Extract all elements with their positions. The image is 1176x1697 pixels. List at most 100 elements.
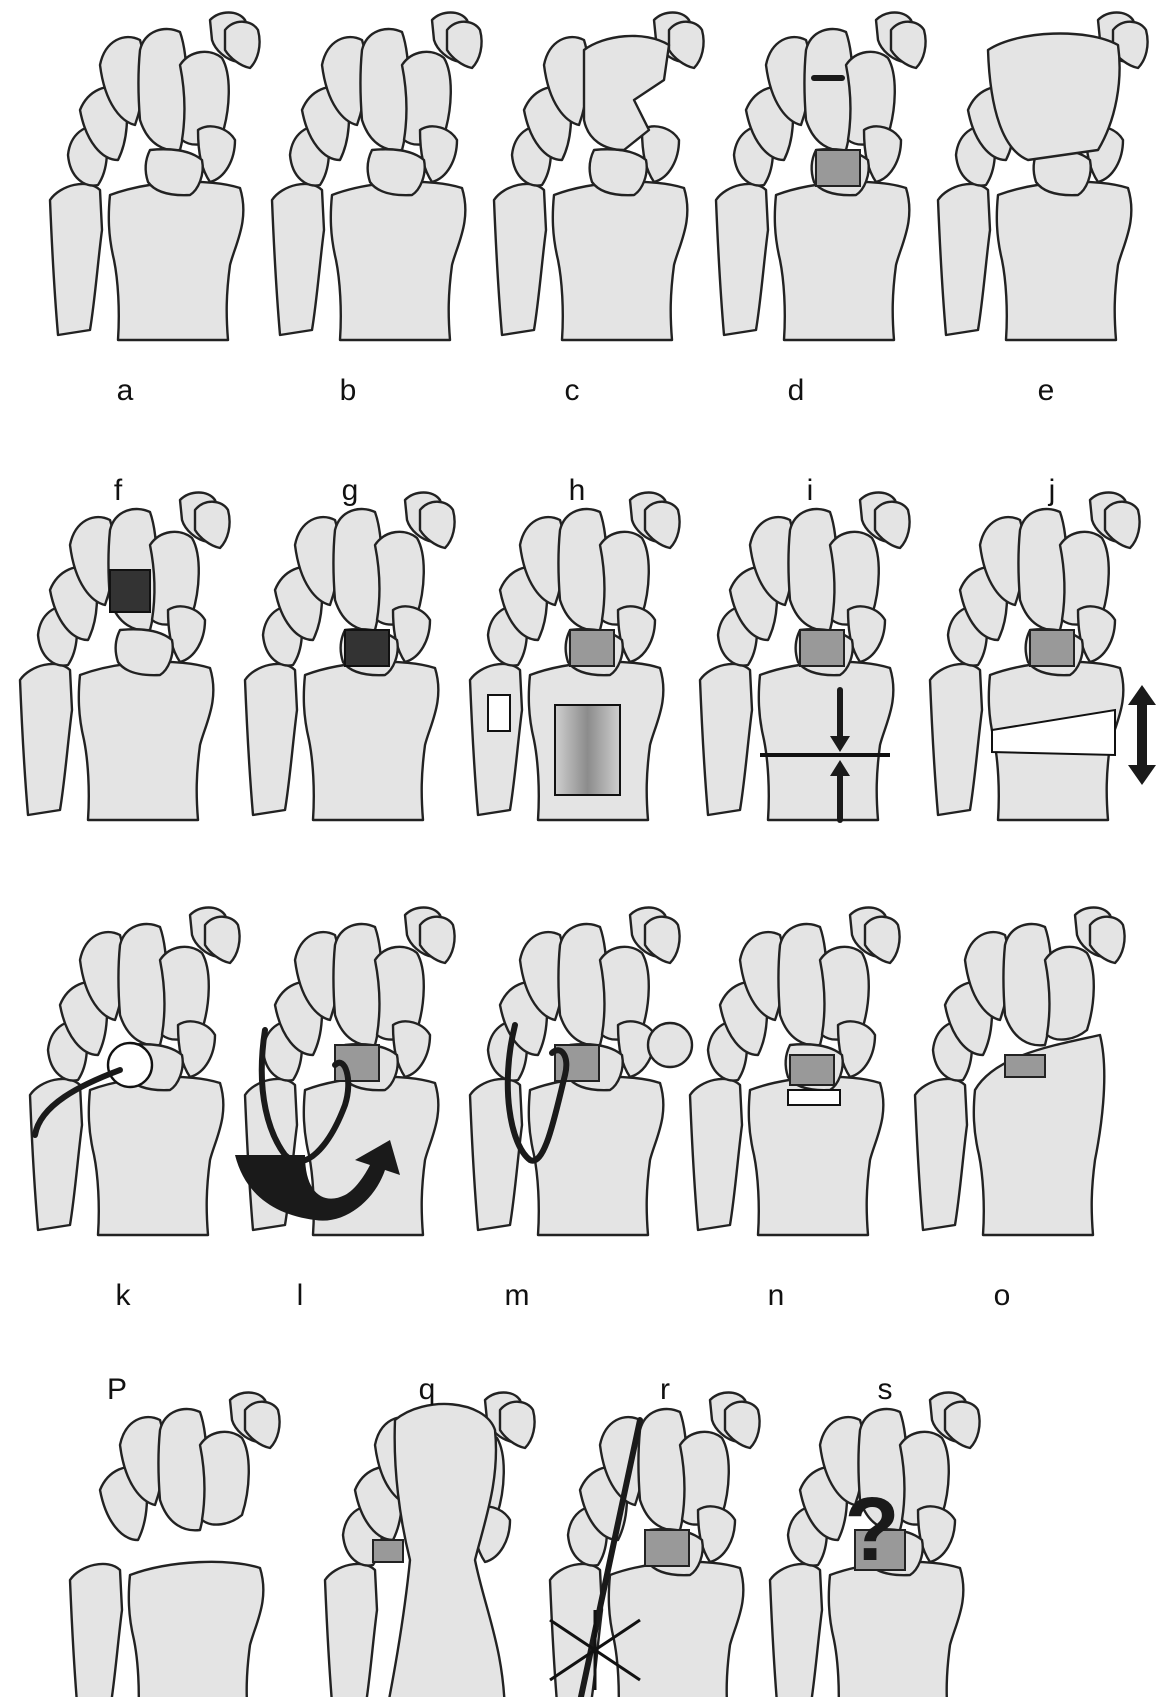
metacarpal-bone — [865, 917, 900, 963]
hamate-bone — [1045, 947, 1094, 1040]
panel-label-d: d — [788, 374, 805, 407]
panel-r — [550, 1393, 760, 1697]
radius-bone — [997, 182, 1132, 340]
metacarpal-bone — [205, 917, 240, 963]
radius-bone — [775, 182, 910, 340]
metacarpal-bone — [195, 502, 230, 548]
ulna-bone — [938, 184, 990, 335]
ulna-bone — [930, 664, 982, 815]
capitate-bone — [559, 924, 607, 1045]
triquetrum-bone — [864, 126, 901, 182]
radius-window — [555, 705, 620, 795]
lunate-graft — [800, 630, 844, 666]
panel-P — [70, 1393, 280, 1697]
panel-label-c: c — [565, 374, 580, 407]
capitate-bone — [139, 29, 187, 150]
excised-circle — [648, 1023, 692, 1067]
lunate-bone — [116, 629, 173, 675]
panel-f — [20, 493, 230, 821]
capitate-bone — [159, 1409, 207, 1530]
panel-k — [30, 908, 240, 1236]
double-arrow-head-down — [1128, 765, 1156, 785]
panel-m — [470, 908, 692, 1236]
panel-d — [716, 13, 926, 341]
triquetrum-bone — [168, 606, 205, 662]
triquetrum-bone — [178, 1021, 215, 1077]
metacarpal-bone — [420, 917, 455, 963]
panel-label-b: b — [340, 374, 357, 407]
hamate-bone — [200, 1432, 249, 1525]
metacarpal-bone — [725, 1402, 760, 1448]
ulna-bone — [470, 664, 522, 815]
metacarpal-bone — [645, 917, 680, 963]
metacarpal-bone — [420, 502, 455, 548]
metacarpal-bone — [225, 22, 260, 68]
triquetrum-bone — [698, 1506, 735, 1562]
ulna-bone — [470, 1079, 522, 1230]
triquetrum-bone — [1078, 606, 1115, 662]
radius-bone — [79, 662, 214, 820]
lunate-graft — [645, 1530, 689, 1566]
ulna-bone — [716, 184, 768, 335]
panel-e — [938, 13, 1148, 341]
lunate-graft — [1030, 630, 1074, 666]
panel-label-i: i — [807, 474, 814, 507]
panel-a — [50, 13, 260, 341]
triquetrum-bone — [198, 126, 235, 182]
ulna-bone — [20, 664, 72, 815]
radius-bone — [89, 1077, 224, 1235]
radius-bone — [829, 1562, 964, 1697]
question-mark-glyph: ? — [845, 1480, 900, 1580]
triquetrum-bone — [838, 1021, 875, 1077]
panel-c — [494, 13, 704, 341]
panel-label-j: j — [1048, 474, 1056, 507]
radius-bone — [609, 1562, 744, 1697]
capitate-bone — [119, 924, 167, 1045]
panel-label-h: h — [569, 474, 586, 507]
panel-h — [470, 493, 680, 821]
ulna-bone — [272, 184, 324, 335]
panel-label-g: g — [342, 474, 359, 507]
triquetrum-bone — [393, 606, 430, 662]
radius-notch — [788, 1090, 840, 1105]
metacarpal-bone — [891, 22, 926, 68]
ulna-bone — [690, 1079, 742, 1230]
ulna-bone — [770, 1564, 822, 1697]
metacarpal-bone — [245, 1402, 280, 1448]
triquetrum-bone — [420, 126, 457, 182]
lunate-graft — [570, 630, 614, 666]
panel-label-r: r — [660, 1373, 670, 1406]
triquetrum-bone — [918, 1506, 955, 1562]
radius-bone — [759, 662, 894, 820]
capitate-bone — [779, 924, 827, 1045]
capitate-bone — [361, 29, 409, 150]
capitate-bone — [639, 1409, 687, 1530]
panel-label-a: a — [117, 374, 134, 407]
lunate-bone — [368, 149, 425, 195]
lunate-graft — [816, 150, 860, 186]
capitate-bone — [559, 509, 607, 630]
dark-lunate-graft — [345, 630, 389, 666]
metacarpal-bone — [645, 502, 680, 548]
panel-g — [245, 493, 455, 821]
dark-block-graft — [110, 570, 150, 612]
ulna-bone — [325, 1564, 377, 1697]
double-arrow-head-up — [1128, 685, 1156, 705]
capitate-bone — [334, 924, 382, 1045]
panel-label-P: P — [107, 1373, 127, 1406]
fused-carpal-bone — [988, 34, 1120, 160]
panel-label-e: e — [1038, 374, 1055, 407]
radius-bone — [331, 182, 466, 340]
triquetrum-bone — [642, 126, 679, 182]
radius-bone — [304, 662, 439, 820]
radius-bone — [109, 182, 244, 340]
triquetrum-bone — [393, 1021, 430, 1077]
metacarpal-bone — [945, 1402, 980, 1448]
radius-bone — [553, 182, 688, 340]
radius-bone — [529, 1077, 664, 1235]
metacarpal-bone — [1090, 917, 1125, 963]
triquetrum-bone — [618, 606, 655, 662]
ulna-bone — [494, 184, 546, 335]
capitate-bone — [334, 509, 382, 630]
panel-label-k: k — [116, 1279, 132, 1312]
